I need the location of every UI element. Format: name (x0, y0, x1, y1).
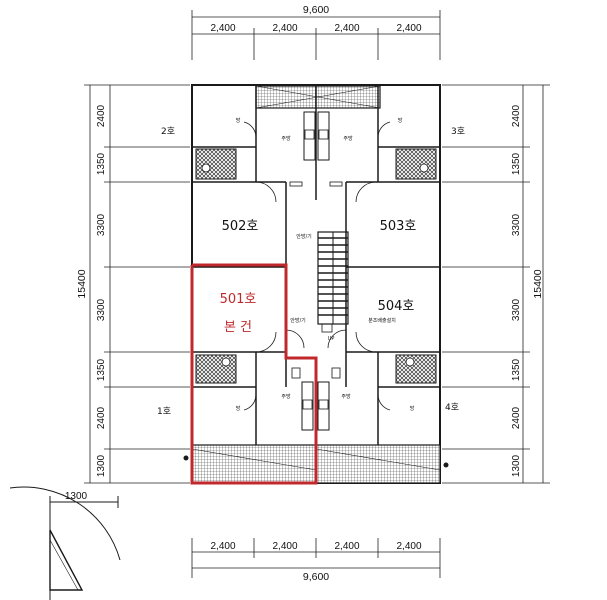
left-dimension-lines (84, 84, 190, 484)
right-dimension-3: 3300 (511, 213, 522, 236)
room-label: 방 (410, 405, 415, 412)
bottom-dimension-1: 2,400 (210, 541, 235, 552)
top-dimension-1: 2,400 (210, 23, 235, 34)
detail-dimension: 1300 (65, 491, 88, 502)
detail-circle (9, 486, 121, 600)
building-walls (191, 84, 441, 484)
left-dimension-5: 1350 (96, 358, 107, 381)
right-dimension-5: 1350 (511, 358, 522, 381)
room-label: 방 (236, 405, 241, 412)
neighbor-unit-label: 2호 (161, 126, 175, 137)
top-dimension-3: 2,400 (334, 23, 359, 34)
neighbor-unit-label: 1호 (157, 406, 171, 417)
top-dimension-4: 2,400 (396, 23, 421, 34)
right-dimension-6: 2400 (511, 406, 522, 429)
neighbor-unit-label: 4호 (445, 402, 459, 413)
bottom-dimension-2: 2,400 (272, 541, 297, 552)
neighbor-unit-label: 3호 (451, 126, 465, 137)
left-dimension-4: 3300 (96, 298, 107, 321)
left-dimension-3: 3300 (96, 213, 107, 236)
entry-note-label: 안방/기 (290, 317, 306, 324)
bottom-total-dimension: 9,600 (303, 571, 329, 583)
top-dimension-2: 2,400 (272, 23, 297, 34)
bottom-dimension-4: 2,400 (396, 541, 421, 552)
bottom-dimension-3: 2,400 (334, 541, 359, 552)
left-dimension-2: 1350 (96, 152, 107, 175)
kitchen-label: 주방 (341, 393, 351, 400)
top-total-dimension: 9,600 (303, 4, 329, 16)
unit-501-label: 501호 (220, 292, 257, 307)
kitchen-label: 주방 (281, 393, 291, 400)
left-dimension-6: 2400 (96, 406, 107, 429)
left-dimension-1: 2400 (96, 104, 107, 127)
room-label: 방 (398, 117, 403, 124)
top-dimension-lines (191, 10, 441, 60)
right-dimension-7: 1300 (511, 454, 522, 477)
unit-501-highlight (190, 263, 318, 485)
right-total-dimension: 15400 (532, 269, 544, 298)
kitchen-label: 주방 (343, 135, 353, 142)
left-dimension-7: 1300 (96, 454, 107, 477)
bottom-dimension-lines (191, 538, 441, 578)
unit-504-label: 504호 (378, 299, 415, 314)
right-dimension-lines (442, 84, 550, 484)
left-total-dimension: 15400 (76, 269, 88, 298)
entrance-label: 안방/기 (296, 233, 312, 240)
room-label: 방 (236, 117, 241, 124)
up-label: UP (328, 336, 335, 342)
corridor-markers (183, 455, 449, 468)
kitchen-label: 주방 (281, 135, 291, 142)
unit-502-label: 502호 (222, 219, 259, 234)
right-dimension-4: 3300 (511, 298, 522, 321)
right-dimension-1: 2400 (511, 104, 522, 127)
unit-501-note: 본 건 (224, 320, 252, 335)
install-note-label: 분조배출설치 (368, 317, 396, 324)
right-dimension-2: 1350 (511, 152, 522, 175)
unit-503-label: 503호 (380, 219, 417, 234)
